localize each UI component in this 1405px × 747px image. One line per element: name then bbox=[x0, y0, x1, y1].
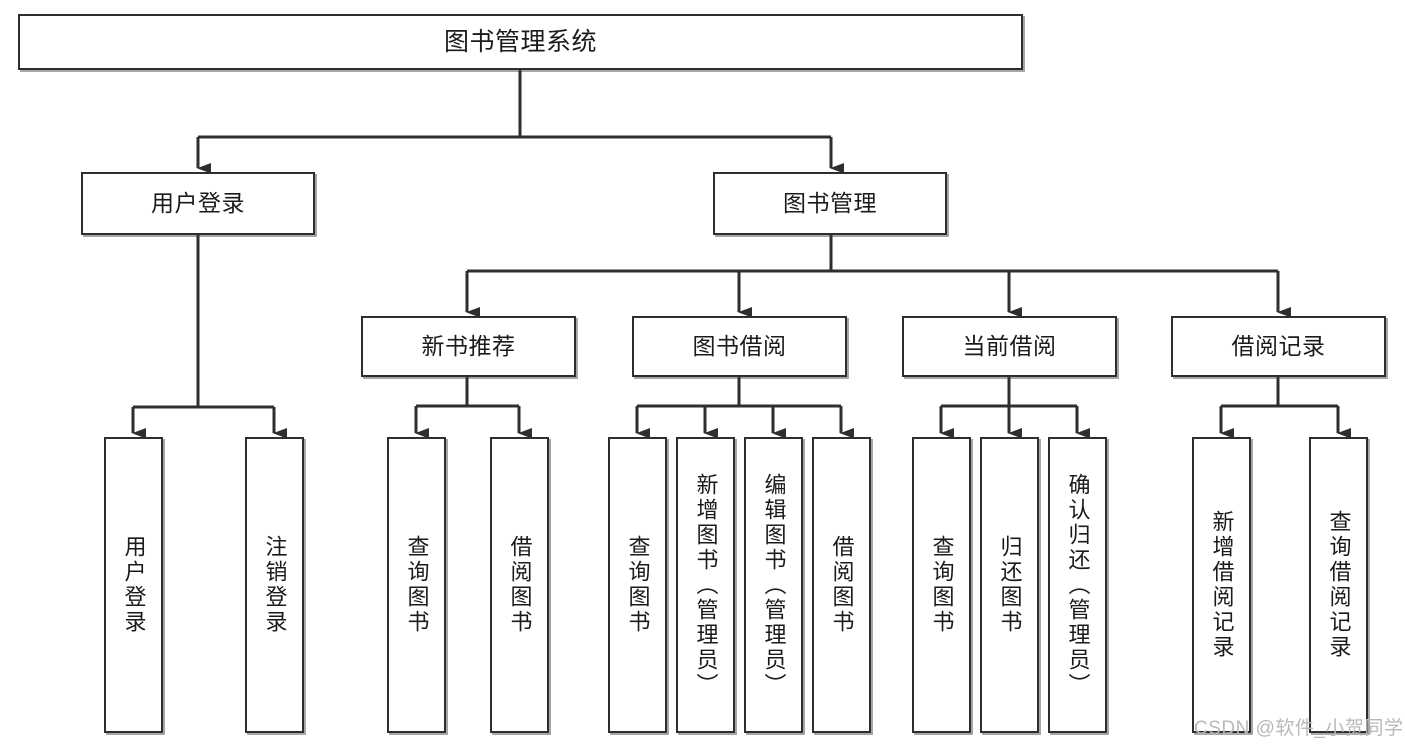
node-label: 确认归还（管理员） bbox=[1065, 472, 1091, 698]
node-book-management[interactable]: 图书管理 bbox=[713, 172, 947, 235]
node-label: 编辑图书（管理员） bbox=[761, 472, 787, 698]
node-label: 图书管理系统 bbox=[443, 28, 597, 56]
node-label: 借阅记录 bbox=[1231, 332, 1326, 359]
node-label: 查询图书 bbox=[625, 535, 651, 635]
node-label: 新书推荐 bbox=[421, 332, 516, 359]
node-label: 当前借阅 bbox=[962, 332, 1057, 359]
node-label: 用户登录 bbox=[121, 535, 147, 635]
leaf-user-login-login[interactable]: 用户登录 bbox=[104, 437, 163, 733]
leaf-user-login-logout[interactable]: 注销登录 bbox=[245, 437, 304, 733]
node-label: 查询借阅记录 bbox=[1326, 510, 1352, 660]
leaf-book-borrow-edit-book-admin[interactable]: 编辑图书（管理员） bbox=[744, 437, 803, 733]
node-book-borrow[interactable]: 图书借阅 bbox=[632, 316, 847, 377]
node-label: 图书管理 bbox=[783, 189, 877, 216]
leaf-borrow-record-query-record[interactable]: 查询借阅记录 bbox=[1309, 437, 1368, 733]
leaf-new-book-borrow-book[interactable]: 借阅图书 bbox=[490, 437, 549, 733]
node-label: 新增借阅记录 bbox=[1209, 510, 1235, 660]
node-current-borrow[interactable]: 当前借阅 bbox=[902, 316, 1117, 377]
leaf-current-borrow-return-book[interactable]: 归还图书 bbox=[980, 437, 1039, 733]
leaf-book-borrow-add-book-admin[interactable]: 新增图书（管理员） bbox=[676, 437, 735, 733]
node-borrow-record[interactable]: 借阅记录 bbox=[1171, 316, 1386, 377]
node-root-book-management-system[interactable]: 图书管理系统 bbox=[18, 14, 1023, 70]
node-label: 新增图书（管理员） bbox=[693, 472, 719, 698]
node-label: 归还图书 bbox=[997, 535, 1023, 635]
node-label: 借阅图书 bbox=[829, 535, 855, 635]
node-label: 注销登录 bbox=[262, 535, 288, 635]
node-label: 查询图书 bbox=[929, 535, 955, 635]
leaf-new-book-query-book[interactable]: 查询图书 bbox=[387, 437, 446, 733]
node-label: 图书借阅 bbox=[692, 332, 787, 359]
leaf-borrow-record-add-record[interactable]: 新增借阅记录 bbox=[1192, 437, 1251, 733]
leaf-book-borrow-borrow-book[interactable]: 借阅图书 bbox=[812, 437, 871, 733]
leaf-book-borrow-query-book[interactable]: 查询图书 bbox=[608, 437, 667, 733]
leaf-current-borrow-confirm-return-admin[interactable]: 确认归还（管理员） bbox=[1048, 437, 1107, 733]
node-new-book-recommend[interactable]: 新书推荐 bbox=[361, 316, 576, 377]
node-user-login[interactable]: 用户登录 bbox=[81, 172, 315, 235]
node-label: 借阅图书 bbox=[507, 535, 533, 635]
node-label: 用户登录 bbox=[151, 189, 245, 216]
leaf-current-borrow-query-book[interactable]: 查询图书 bbox=[912, 437, 971, 733]
csdn-watermark: CSDN @软件_小贺同学 bbox=[1194, 718, 1404, 739]
node-label: 查询图书 bbox=[404, 535, 430, 635]
